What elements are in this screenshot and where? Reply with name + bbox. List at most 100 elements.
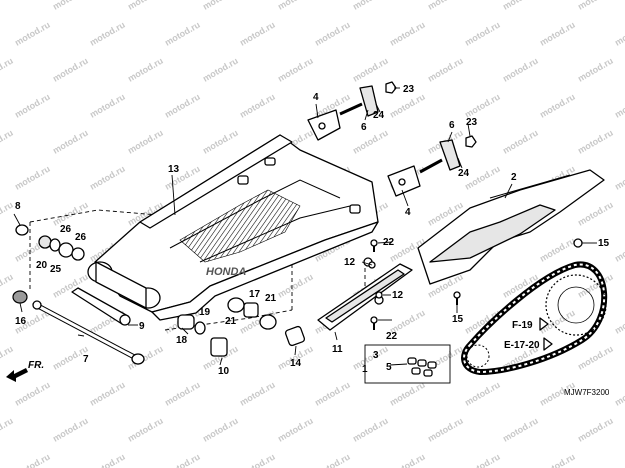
watermark-text: motod.ru <box>51 0 90 12</box>
watermark-text: motod.ru <box>276 272 315 300</box>
watermark-text: motod.ru <box>13 20 52 48</box>
watermark-text: motod.ru <box>613 92 625 120</box>
callout-13-label: 13 <box>168 164 180 175</box>
watermark-text: motod.ru <box>13 92 52 120</box>
watermark-text: motod.ru <box>0 56 15 84</box>
diagram-code: MJW7F3200 <box>564 388 610 397</box>
watermark-text: motod.ru <box>201 0 240 12</box>
watermark-text: motod.ru <box>313 20 352 48</box>
part-21a <box>227 297 245 313</box>
callout-22-label: 22 <box>383 237 395 248</box>
callout-15b-label: 15 <box>452 314 464 325</box>
chain-adjuster-right <box>387 135 477 197</box>
watermark-text: motod.ru <box>426 416 465 444</box>
watermark-text: motod.ru <box>613 236 625 264</box>
watermark-text: motod.ru <box>351 344 390 372</box>
master-link-kit <box>364 344 451 384</box>
bearings-seals <box>12 224 306 357</box>
watermark-text: motod.ru <box>88 452 127 468</box>
watermark-text: motod.ru <box>613 20 625 48</box>
drive-chain <box>461 261 608 376</box>
part-18 <box>177 314 195 330</box>
callout-15-label: 15 <box>598 238 610 249</box>
callout-11-label: 11 <box>332 344 343 355</box>
watermark-text: motod.ru <box>238 380 277 408</box>
callout-6-label: 6 <box>361 122 367 133</box>
watermark-text: motod.ru <box>613 380 625 408</box>
watermark-text: motod.ru <box>13 452 52 468</box>
part-20 <box>38 235 52 249</box>
watermark-text: motod.ru <box>0 128 15 156</box>
watermark-text: motod.ru <box>163 452 202 468</box>
callout-12b-label: 12 <box>392 290 404 301</box>
reference-labels: F-19 E-17-20 <box>504 320 540 351</box>
watermark-text: motod.ru <box>463 20 502 48</box>
callout-24b-label: 24 <box>458 168 470 179</box>
watermark-text: motod.ru <box>388 380 427 408</box>
callout-21-label: 21 <box>225 316 237 327</box>
part-26b <box>71 247 85 261</box>
watermark-text: motod.ru <box>501 128 540 156</box>
callout-labels: 1 2 3 4 4 5 6 6 7 8 9 10 11 12 12 13 14 … <box>15 84 610 377</box>
watermark-text: motod.ru <box>576 56 615 84</box>
watermark-text: motod.ru <box>276 0 315 12</box>
watermark-text: motod.ru <box>0 200 15 228</box>
watermark-text: motod.ru <box>576 416 615 444</box>
part-19 <box>194 321 206 335</box>
watermark-text: motod.ru <box>576 344 615 372</box>
watermark-text: motod.ru <box>538 92 577 120</box>
callout-10-label: 10 <box>218 366 230 377</box>
watermark-text: motod.ru <box>501 416 540 444</box>
watermark-text: motod.ru <box>501 0 540 12</box>
watermark-text: motod.ru <box>51 56 90 84</box>
watermark-text: motod.ru <box>463 452 502 468</box>
watermark-text: motod.ru <box>501 56 540 84</box>
watermark-text: motod.ru <box>576 200 615 228</box>
watermark-text: motod.ru <box>163 20 202 48</box>
watermark-text: motod.ru <box>51 128 90 156</box>
part-21b <box>259 314 277 330</box>
callout-18-label: 18 <box>176 335 188 346</box>
watermark-text: motod.ru <box>351 0 390 12</box>
callout-1-label: 1 <box>362 364 368 375</box>
front-label: FR. <box>28 360 44 371</box>
callout-19-label: 19 <box>199 307 211 318</box>
watermark-text: motod.ru <box>238 20 277 48</box>
watermark-text: motod.ru <box>576 128 615 156</box>
watermark-text: motod.ru <box>126 128 165 156</box>
watermark-text: motod.ru <box>13 380 52 408</box>
callout-25-label: 25 <box>50 264 62 275</box>
watermark-text: motod.ru <box>351 416 390 444</box>
watermark-text: motod.ru <box>163 380 202 408</box>
watermark-text: motod.ru <box>426 56 465 84</box>
part-25 <box>49 238 61 252</box>
chain-adjuster-left <box>307 81 397 141</box>
bolts <box>368 239 461 330</box>
watermark-text: motod.ru <box>613 164 625 192</box>
watermark-text: motod.ru <box>201 416 240 444</box>
watermark-text: motod.ru <box>88 92 127 120</box>
watermark-text: motod.ru <box>238 452 277 468</box>
part-26a <box>58 242 74 258</box>
watermark-text: motod.ru <box>538 452 577 468</box>
watermark-text: motod.ru <box>88 164 127 192</box>
part-17 <box>243 302 259 318</box>
watermark-text: motod.ru <box>88 380 127 408</box>
watermark-text: motod.ru <box>388 452 427 468</box>
callout-14-label: 14 <box>290 358 302 369</box>
callout-2-label: 2 <box>511 172 517 183</box>
watermark-text: motod.ru <box>351 56 390 84</box>
watermark-text: motod.ru <box>426 0 465 12</box>
callout-4-label: 4 <box>313 92 319 103</box>
watermark-text: motod.ru <box>388 92 427 120</box>
watermark-text: motod.ru <box>0 272 15 300</box>
ref-e1720-label: E-17-20 <box>504 340 540 351</box>
arrow-f19 <box>539 317 549 331</box>
callout-26b-label: 26 <box>75 232 87 243</box>
callout-5-label: 5 <box>386 362 392 373</box>
callout-4b-label: 4 <box>405 207 411 218</box>
callout-6b-label: 6 <box>449 120 455 131</box>
part-14 <box>284 325 306 347</box>
watermark-text: motod.ru <box>463 380 502 408</box>
